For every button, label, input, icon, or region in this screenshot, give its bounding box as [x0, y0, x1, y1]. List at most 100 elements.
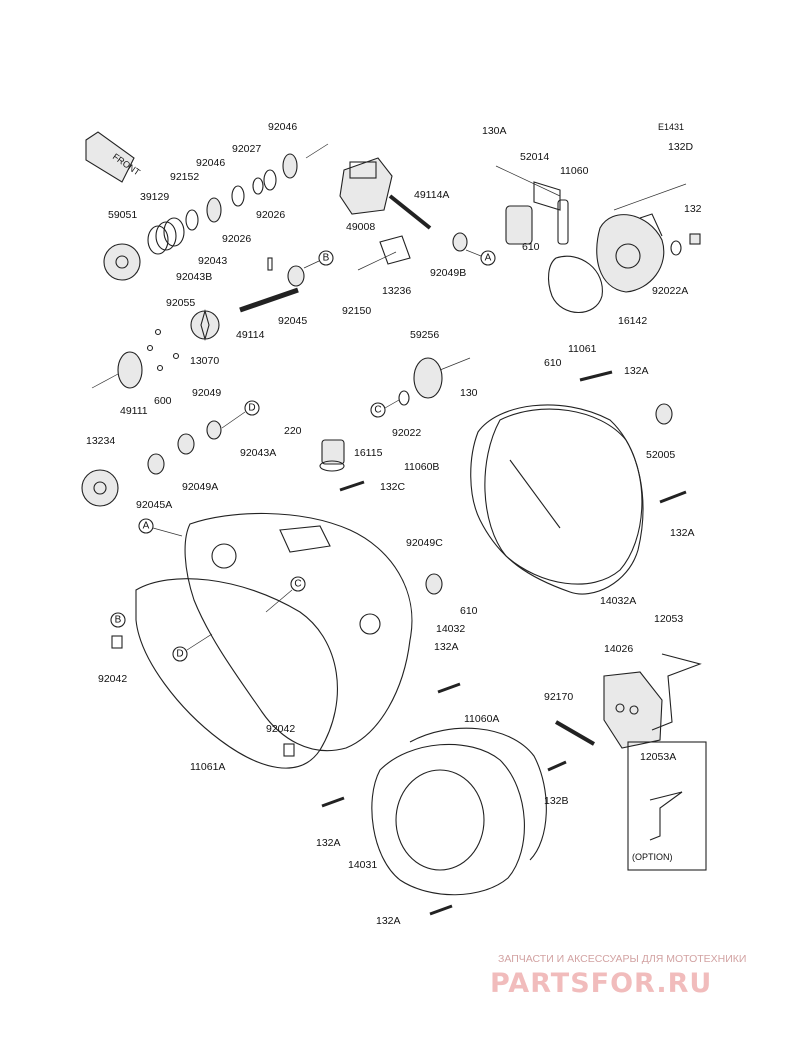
- part-label: 132A: [624, 365, 649, 377]
- gasket-11060A: [409, 727, 547, 861]
- gasket-11060: [557, 199, 569, 245]
- part-label: 92049B: [430, 267, 466, 279]
- part-label: 92043: [198, 255, 227, 267]
- pump-cover-16142: [596, 213, 665, 293]
- watermark: ЗАПЧАСТИ И АКСЕССУАРЫ ДЛЯ МОТОТЕХНИКИ PA…: [490, 953, 746, 999]
- part-label: 132A: [316, 837, 341, 849]
- shaft-49114A: [388, 194, 432, 230]
- part-label: 92026: [222, 233, 251, 245]
- part-label: 132B: [544, 795, 569, 807]
- hose-fitting-52014: [505, 181, 561, 245]
- part-label: 49114: [236, 329, 265, 341]
- part-label: 132D: [668, 141, 694, 153]
- part-label: 16142: [618, 315, 647, 327]
- part-label: 130A: [482, 125, 507, 137]
- part-label: 92045: [278, 315, 307, 327]
- pump-gear-59051: [103, 243, 141, 281]
- impeller-59256: [413, 357, 471, 399]
- svg-text:A: A: [143, 521, 150, 532]
- part-label: 59051: [108, 209, 137, 221]
- cap-16115: [319, 439, 345, 472]
- pin-92043: [267, 257, 273, 271]
- part-label: 92027: [232, 143, 261, 155]
- svg-text:C: C: [294, 579, 301, 590]
- seal-92049C: [425, 573, 443, 595]
- part-label: 92049A: [182, 481, 218, 493]
- part-label: 92045A: [136, 499, 172, 511]
- callout-c-1: C: [370, 399, 400, 418]
- part-label: 16115: [354, 447, 383, 459]
- part-labels: 92046 92027 92046 92152 39129 59051 9202…: [86, 121, 702, 927]
- part-label: 132A: [670, 527, 695, 539]
- dowel-92042-lower: [283, 743, 295, 757]
- part-label: 92046: [196, 157, 225, 169]
- part-label: 14031: [348, 859, 377, 871]
- part-label: 132C: [380, 481, 406, 493]
- seal-92049B: [452, 232, 468, 252]
- part-label: 39129: [140, 191, 169, 203]
- part-label: 49114A: [414, 189, 449, 201]
- shaft-49114: [239, 287, 299, 313]
- part-label: 52005: [646, 449, 675, 461]
- watermark-brand: PARTSFOR.RU: [490, 968, 712, 999]
- bolt-132A-right: [659, 490, 687, 504]
- callout-d-2: D: [172, 633, 213, 662]
- part-label: 610: [544, 357, 562, 369]
- spring-92170: [554, 720, 596, 746]
- part-label: 11060: [560, 165, 589, 177]
- seal-92045: [287, 265, 305, 287]
- crankcase-cover-14032: [184, 512, 413, 752]
- bolt-132A-low: [321, 796, 345, 808]
- impeller-13070: [190, 308, 220, 342]
- governor-49111: [91, 351, 143, 389]
- part-label: 11061: [568, 343, 597, 355]
- ball-bearings: [146, 328, 180, 372]
- bolt-132A-mid: [437, 682, 461, 694]
- part-label: 92152: [170, 171, 199, 183]
- part-label: 92055: [166, 297, 195, 309]
- bolt-132: [689, 233, 701, 245]
- callout-b-1: B: [303, 250, 334, 269]
- part-label: 220: [284, 425, 302, 437]
- part-label: 11061A: [190, 761, 225, 773]
- spring-39129: [147, 217, 185, 255]
- svg-text:C: C: [374, 405, 381, 416]
- svg-text:B: B: [115, 615, 122, 626]
- washer-92022: [398, 390, 410, 406]
- part-label: 49111: [120, 405, 148, 417]
- shift-unit-49008: [339, 157, 393, 215]
- bolt-132C: [339, 480, 365, 492]
- part-label: 132: [684, 203, 702, 215]
- callout-a-1: A: [465, 249, 496, 266]
- part-label: 130: [460, 387, 478, 399]
- part-label: 14032A: [600, 595, 636, 607]
- gear-13234: [81, 469, 119, 507]
- part-label: 92043B: [176, 271, 212, 283]
- part-label: 92042: [266, 723, 295, 735]
- option-caption: (OPTION): [632, 852, 673, 862]
- lever-13236: [357, 235, 411, 271]
- part-label: 13236: [382, 285, 411, 297]
- part-label: 92170: [544, 691, 573, 703]
- bolt-132B: [547, 760, 567, 772]
- part-label: 11060B: [404, 461, 439, 473]
- svg-text:B: B: [323, 253, 330, 264]
- part-label: 610: [460, 605, 478, 617]
- o-ring-11061: [547, 255, 603, 313]
- front-arrow-icon: FRONT: [85, 131, 142, 183]
- part-label: 132A: [376, 915, 401, 927]
- part-label: 600: [154, 395, 172, 407]
- figure-code: E1431: [658, 122, 684, 132]
- dowel-92042-left: [111, 635, 123, 649]
- svg-text:D: D: [248, 403, 255, 414]
- svg-text:D: D: [176, 649, 183, 660]
- washers-group: [185, 153, 298, 231]
- callout-c-2: C: [265, 576, 306, 613]
- part-label: 14026: [604, 643, 633, 655]
- bolt-132A-bottom: [429, 904, 453, 916]
- part-label: 92022A: [652, 285, 688, 297]
- part-label: 92042: [98, 673, 127, 685]
- callout-a-2: A: [138, 518, 183, 537]
